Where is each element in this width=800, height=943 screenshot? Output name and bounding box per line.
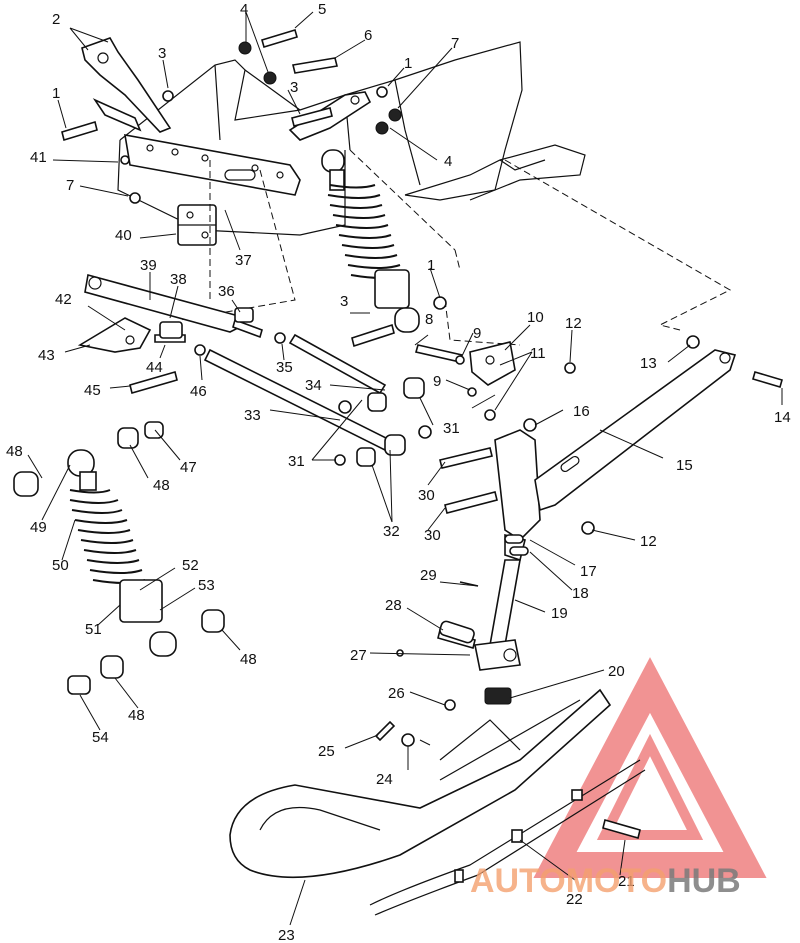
callout-13: 13 [640,355,657,372]
callout-53: 53 [198,577,215,594]
upper-shock [321,149,420,333]
callout-30: 30 [424,527,441,544]
watermark-text-primary: AUTOMOTO [470,862,667,900]
hardware-nuts [120,41,700,747]
callout-7: 7 [66,177,74,194]
callout-47: 47 [180,459,197,476]
watermark-logo [533,657,767,878]
callout-40: 40 [115,227,132,244]
svg-text:AUTOMOTOHUB: AUTOMOTOHUB [470,862,741,900]
callout-15: 15 [676,457,693,474]
callout-30: 30 [418,487,435,504]
callout-labels: 2 4 5 3 6 7 1 1 3 4 41 7 40 37 39 1 38 3… [6,1,791,943]
callout-22: 22 [566,891,583,908]
callout-44: 44 [146,359,163,376]
callout-33: 33 [244,407,261,424]
leader-lines [27,11,783,926]
callout-12: 12 [640,533,657,550]
callout-46: 46 [190,383,207,400]
callout-48: 48 [240,651,257,668]
callout-37: 37 [235,252,252,269]
callout-35: 35 [276,359,293,376]
callout-49: 49 [30,519,47,536]
callout-1: 1 [427,257,435,274]
callout-23: 23 [278,927,295,943]
watermark-wordmark: AUTOMOTOHUB [470,862,741,900]
radius-arm-15 [534,349,737,512]
callout-34: 34 [305,377,322,394]
callout-48: 48 [6,443,23,460]
callout-6: 6 [364,27,372,44]
callout-10: 10 [527,309,544,326]
callout-28: 28 [385,597,402,614]
hardware-bolts [61,28,783,839]
mount-block-40 [177,204,217,246]
callout-45: 45 [84,382,101,399]
callout-20: 20 [608,663,625,680]
callout-19: 19 [551,605,568,622]
callout-52: 52 [182,557,199,574]
callout-41: 41 [30,149,47,166]
callout-2: 2 [52,11,60,28]
callout-5: 5 [318,1,326,18]
callout-12: 12 [565,315,582,332]
callout-31: 31 [443,420,460,437]
callout-18: 18 [572,585,589,602]
callout-51: 51 [85,621,102,638]
callout-4: 4 [240,1,248,18]
callout-14: 14 [774,409,791,426]
callout-42: 42 [55,291,72,308]
bracket-10 [469,341,516,386]
callout-1: 1 [52,85,60,102]
callout-43: 43 [38,347,55,364]
callout-32: 32 [383,523,400,540]
callout-36: 36 [218,283,235,300]
callout-50: 50 [52,557,69,574]
bracket-42 [77,317,152,353]
callout-21: 21 [618,873,635,890]
callout-11: 11 [530,345,546,362]
callout-38: 38 [170,271,187,288]
upper-arm-39 [84,273,239,333]
callout-8: 8 [425,311,433,328]
spindle-assembly [474,429,541,671]
lower-shock [67,449,177,657]
callout-3: 3 [340,293,348,310]
callout-27: 27 [350,647,367,664]
callout-39: 39 [140,257,157,274]
callout-16: 16 [573,403,590,420]
callout-9: 9 [473,325,481,342]
watermark-text-secondary: HUB [667,862,741,900]
upper-bracket-left [81,37,172,133]
callout-3: 3 [290,79,298,96]
callout-48: 48 [153,477,170,494]
callout-4: 4 [444,153,452,170]
callout-1: 1 [404,55,412,72]
lower-rod-33 [203,348,392,452]
ski-23 [229,688,646,916]
callout-31: 31 [288,453,305,470]
callout-48: 48 [128,707,145,724]
callout-7: 7 [451,35,459,52]
callout-26: 26 [388,685,405,702]
hardware-bushings [13,307,583,883]
callout-29: 29 [420,567,437,584]
callout-54: 54 [92,729,109,746]
callout-3: 3 [158,45,166,62]
callout-17: 17 [580,563,597,580]
callout-9: 9 [433,373,441,390]
callout-24: 24 [376,771,393,788]
callout-25: 25 [318,743,335,760]
